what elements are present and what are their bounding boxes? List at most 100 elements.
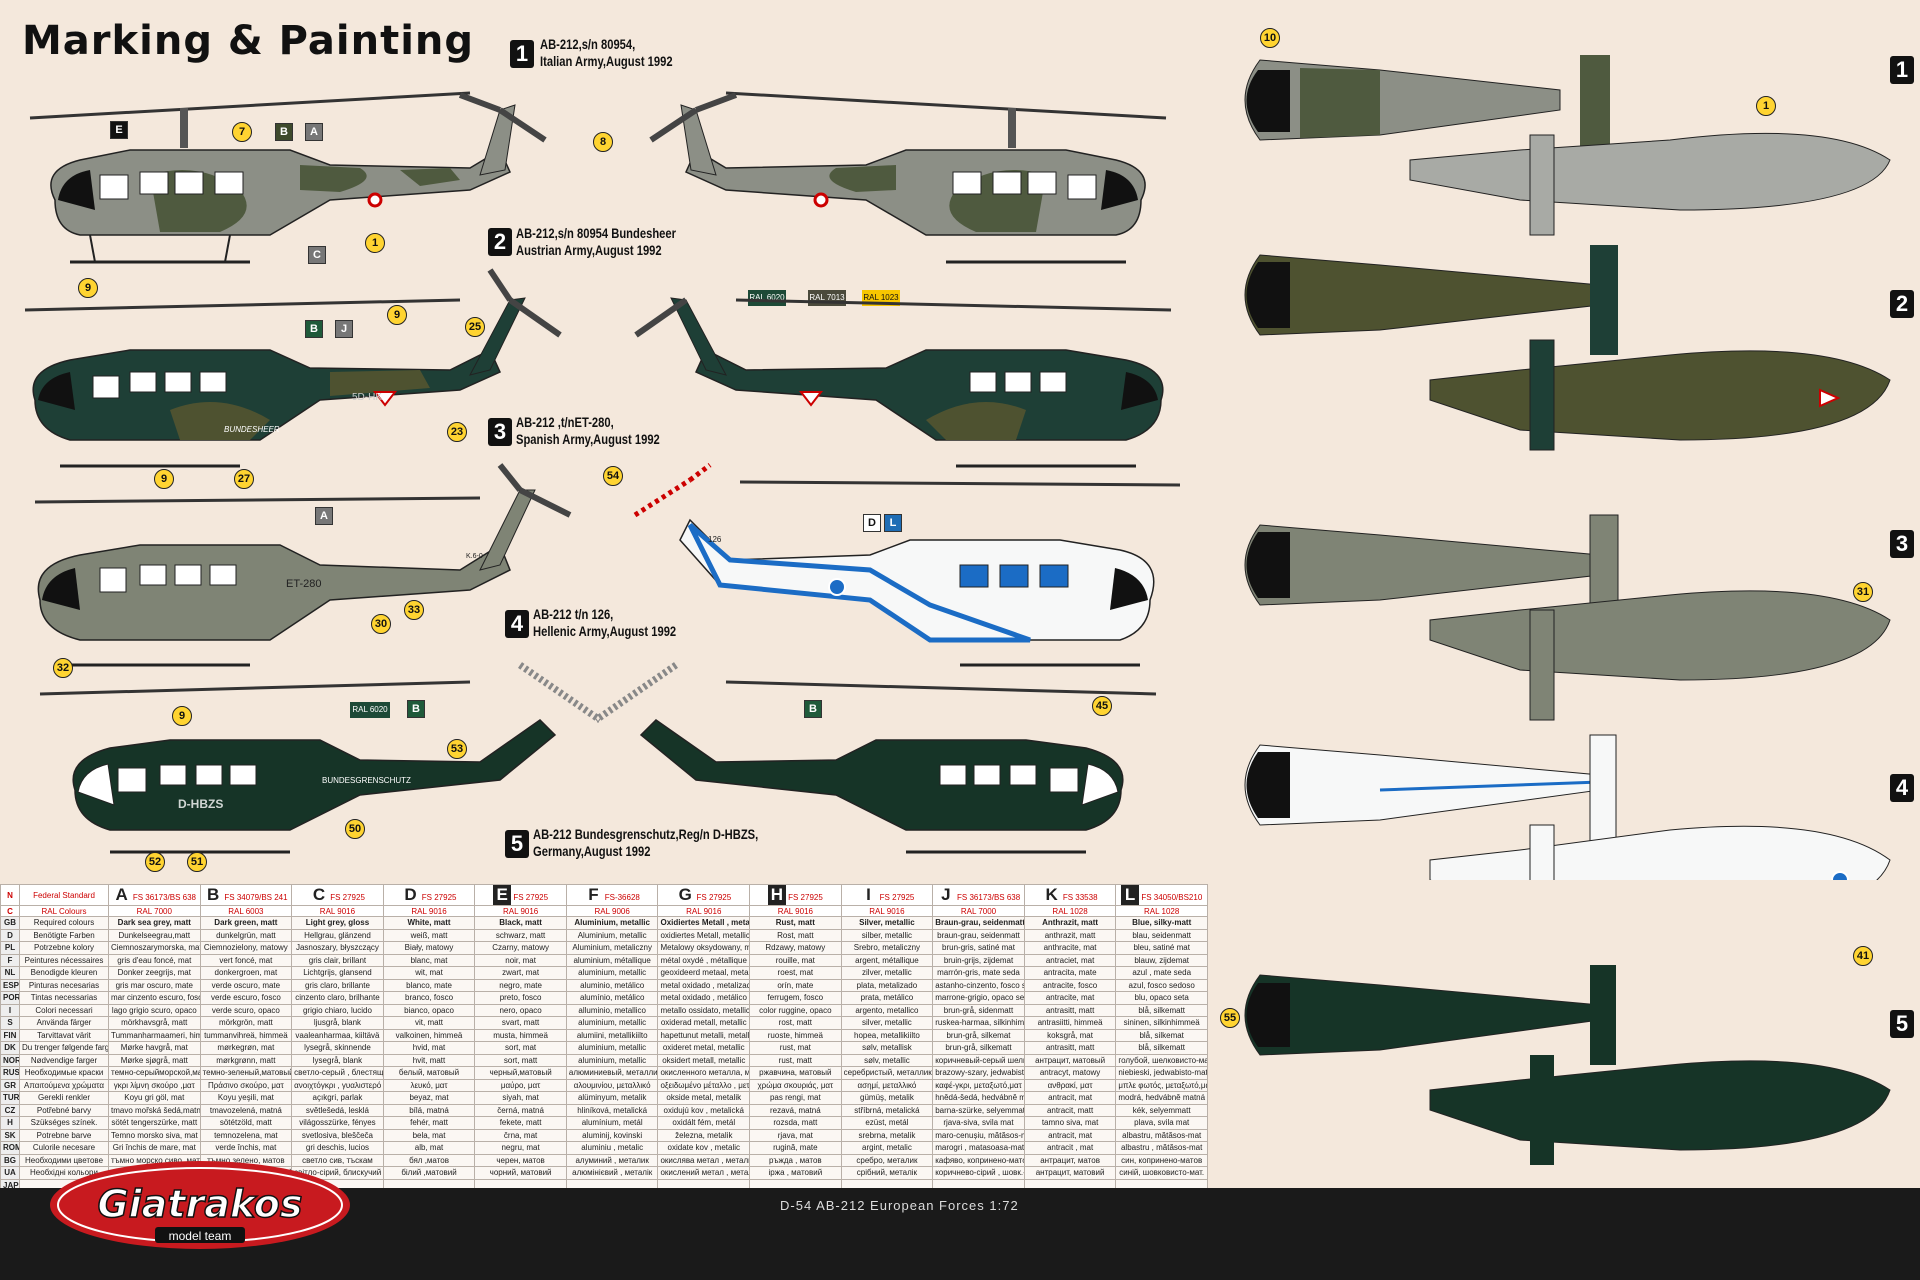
table-cell: sininen, silkinhimmeä	[1115, 1016, 1208, 1030]
scheme-3-caption: AB-212 ,t/nET-280, Spanish Army,August 1…	[516, 414, 660, 448]
table-cell: окислений метал , металік	[657, 1166, 751, 1180]
table-cell: tamno siva, mat	[1023, 1116, 1117, 1130]
table-cell: negru, mat	[474, 1141, 567, 1155]
table-cell: astanho-cinzento, fosco sedoso	[932, 978, 1025, 992]
table-cell: brun-gris, satiné mat	[932, 941, 1025, 955]
table-cell: brun-grå, silkemat	[932, 1028, 1025, 1042]
table-cell: ржавчина, матовый	[749, 1066, 842, 1080]
decal-callout: 33	[404, 600, 424, 620]
scheme-4-caption-line1: AB-212 t/n 126,	[533, 606, 614, 622]
language-label: Potrebne barve	[19, 1128, 109, 1142]
table-cell: silber, metallic	[840, 928, 934, 942]
table-cell: antracit, mat	[1023, 1128, 1117, 1142]
language-label: Benodigde kleuren	[19, 966, 109, 980]
table-cell: Rust, matt	[749, 916, 842, 930]
table-cell: Aluminium, metallic	[565, 928, 659, 942]
colour-letter: A	[115, 885, 128, 905]
decal-callout: 9	[78, 278, 98, 298]
table-cell: Lichtgrijs, glansend	[291, 966, 384, 980]
table-cell: bílá, matná	[382, 1103, 476, 1117]
table-cell: marrón-gris, mate seda	[932, 966, 1025, 980]
table-cell: stříbrná, metalická	[840, 1103, 934, 1117]
table-cell: métal oxydé , métallique	[657, 953, 751, 967]
table-cell: oxideret metal, metallic	[657, 1041, 751, 1055]
table-cell: іржа , матовий	[749, 1166, 842, 1180]
s3-code-small: K.6-0	[466, 553, 483, 560]
table-cell: окисленного металла, металлик	[657, 1066, 751, 1080]
table-header-fs-label: Federal Standard	[19, 884, 109, 906]
table-col-header-fs: K FS 33538	[1023, 884, 1117, 906]
language-code: F	[0, 953, 20, 967]
table-cell: antrasiitti, himmeä	[1023, 1016, 1117, 1030]
tag-b-5r: B	[804, 700, 822, 718]
table-header-n: N	[0, 884, 20, 906]
language-label: Необходимые краски	[19, 1066, 109, 1080]
decal-callout: 23	[447, 422, 467, 442]
table-cell: alumínium, metál	[565, 1116, 659, 1130]
s4-profile: 126	[633, 463, 1181, 667]
table-col-header-ral: RAL 9016	[382, 905, 476, 917]
language-code: POR	[0, 991, 20, 1005]
table-cell: Ciemnozielony, matowy	[199, 941, 293, 955]
table-cell: hnědá-šedá, hedvábně matná	[932, 1091, 1025, 1105]
table-cell: Srebro, metaliczny	[840, 941, 934, 955]
decal-callout: 55	[1220, 1008, 1240, 1028]
table-cell: alumínio, metálico	[565, 991, 659, 1005]
table-cell: donkergroen, mat	[199, 966, 293, 980]
table-cell: antraciet, mat	[1023, 953, 1117, 967]
scheme-5-number: 5	[505, 830, 529, 858]
table-cell: albastru , mătăsos-mat	[1115, 1141, 1208, 1155]
language-label: Colori necessari	[19, 1003, 109, 1017]
table-col-header-fs: J FS 36173/BS 638	[932, 884, 1025, 906]
tag-b-1: B	[275, 123, 293, 141]
tag-e-1: E	[110, 121, 128, 139]
svg-text:model team: model team	[169, 1229, 232, 1243]
table-cell: světlešedá, lesklá	[291, 1103, 384, 1117]
language-label: Potřebné barvy	[19, 1103, 109, 1117]
decal-callout: 9	[387, 305, 407, 325]
table-col-header-fs: D FS 27925	[382, 884, 476, 906]
table-cell: rust, mat	[749, 1041, 842, 1055]
table-cell: ruoste, himmeä	[749, 1028, 842, 1042]
table-cell: zilver, metallic	[840, 966, 934, 980]
table-cell: bela, mat	[382, 1128, 476, 1142]
decal-callout: 1	[1756, 96, 1776, 116]
table-cell: wit, mat	[382, 966, 476, 980]
scheme-3-caption-line1: AB-212 ,t/nET-280,	[516, 414, 614, 430]
language-code: GR	[0, 1078, 20, 1092]
table-cell: bianco, opaco	[382, 1003, 476, 1017]
table-cell: Aluminium, metallic	[565, 916, 659, 930]
s2-bundesheer-text: BUNDESHEER	[224, 425, 280, 434]
table-cell: Black, matt	[474, 916, 567, 930]
language-code: S	[0, 1016, 20, 1030]
fs-code: FS 36173/BS 638	[957, 893, 1021, 902]
table-col-header-ral: RAL 9016	[291, 905, 384, 917]
table-cell: окислява метал , металик	[657, 1153, 751, 1167]
table-cell: modrá, hedvábně matná	[1115, 1091, 1208, 1105]
table-cell: бял ,матов	[382, 1153, 476, 1167]
s2-left-profile: BUNDESHEER 5D-HK	[24, 268, 562, 468]
table-cell: antrasitt, matt	[1023, 1041, 1117, 1055]
s3-code-text: ET-280	[286, 578, 321, 590]
table-cell: braun-grau, seidenmatt	[932, 928, 1025, 942]
table-cell: Dunkelseegrau,matt	[108, 928, 201, 942]
scheme-2-number: 2	[488, 228, 512, 256]
table-col-header-ral: RAL 1028	[1115, 905, 1208, 917]
decal-callout: 50	[345, 819, 365, 839]
s1-top-views	[1244, 55, 1891, 236]
table-cell: hapettunut metalli, metallikiilto	[657, 1028, 751, 1042]
table-col-header-ral: RAL 7000	[108, 905, 201, 917]
table-cell: argent, métallique	[840, 953, 934, 967]
language-code: GB	[0, 916, 20, 930]
language-code: ROM	[0, 1141, 20, 1155]
table-cell: brun-grå, silkematt	[932, 1041, 1025, 1055]
table-cell: pas rengi, mat	[749, 1091, 842, 1105]
table-cell: Temno morsko siva, mat	[108, 1128, 201, 1142]
table-cell: hvid, mat	[382, 1041, 476, 1055]
